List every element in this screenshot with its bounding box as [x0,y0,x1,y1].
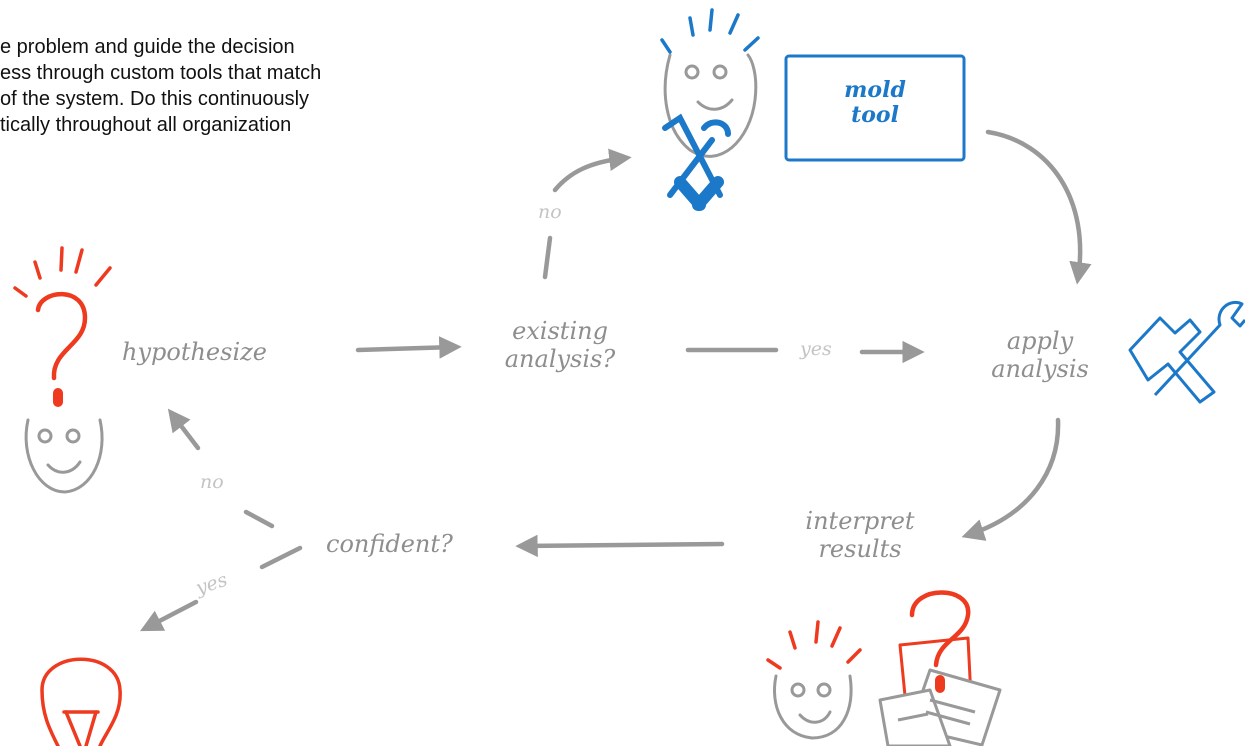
node-interpret-line2: results [818,534,902,563]
node-mold-tool: mold tool [786,77,964,129]
arrow-confident-yes-stub [259,545,303,570]
edge-confident-no: no [200,471,224,493]
tools-icon [662,113,731,211]
engineer-face-icon [663,53,758,158]
engineer-burst-icon [660,8,760,54]
arrow-mold-to-apply [985,129,1092,285]
node-confident: confident? [326,530,453,558]
arrow-yes-to-idea [140,599,199,632]
arrow-interpret-to-confident [515,534,725,558]
intro-line-3: of the system. Do this continuously [0,88,310,110]
intro-line-1: e problem and guide the decision [0,36,295,58]
arrow-no-to-hypothesize [167,408,201,451]
question-mark-icon [35,291,88,407]
edge-existing-yes: yes [800,338,832,360]
intro-line-4: tically throughout all organization [0,114,292,136]
edge-existing-no: no [538,201,562,223]
node-hypothesize: hypothesize [122,338,267,366]
arrow-existing-up [542,235,553,280]
apply-tools-icon [1128,301,1245,404]
intro-text: e problem and guide the decision ess thr… [0,34,470,138]
node-apply-line2: analysis [991,354,1089,383]
arrow-no-to-tools [552,148,632,193]
lightbulb-icon [40,657,122,746]
idea-burst-icon [13,246,112,298]
big-question-mark-icon [909,590,971,693]
node-interpret-results: interpret results [775,507,945,563]
analyst-burst-icon [766,620,862,670]
analyst-face-icon [773,674,853,740]
documents-icon [878,636,1002,746]
arrow-hypothesize-to-existing [355,336,462,359]
thinker-face-icon [24,418,104,494]
node-apply-analysis: apply analysis [955,327,1125,383]
node-existing-analysis: existing analysis? [470,317,650,373]
node-interpret-line1: interpret [805,507,915,535]
node-apply-line1: apply [1006,327,1074,355]
arrow-confident-no-stub [243,509,275,529]
node-existing-line1: existing [512,317,608,345]
mold-tool-box [784,54,966,162]
node-existing-line2: analysis? [504,344,616,373]
intro-line-2: ess through custom tools that match [0,62,322,84]
node-mold-line1: mold [844,77,906,103]
arrow-apply-to-interpret [961,417,1061,541]
node-mold-line2: tool [851,102,899,129]
